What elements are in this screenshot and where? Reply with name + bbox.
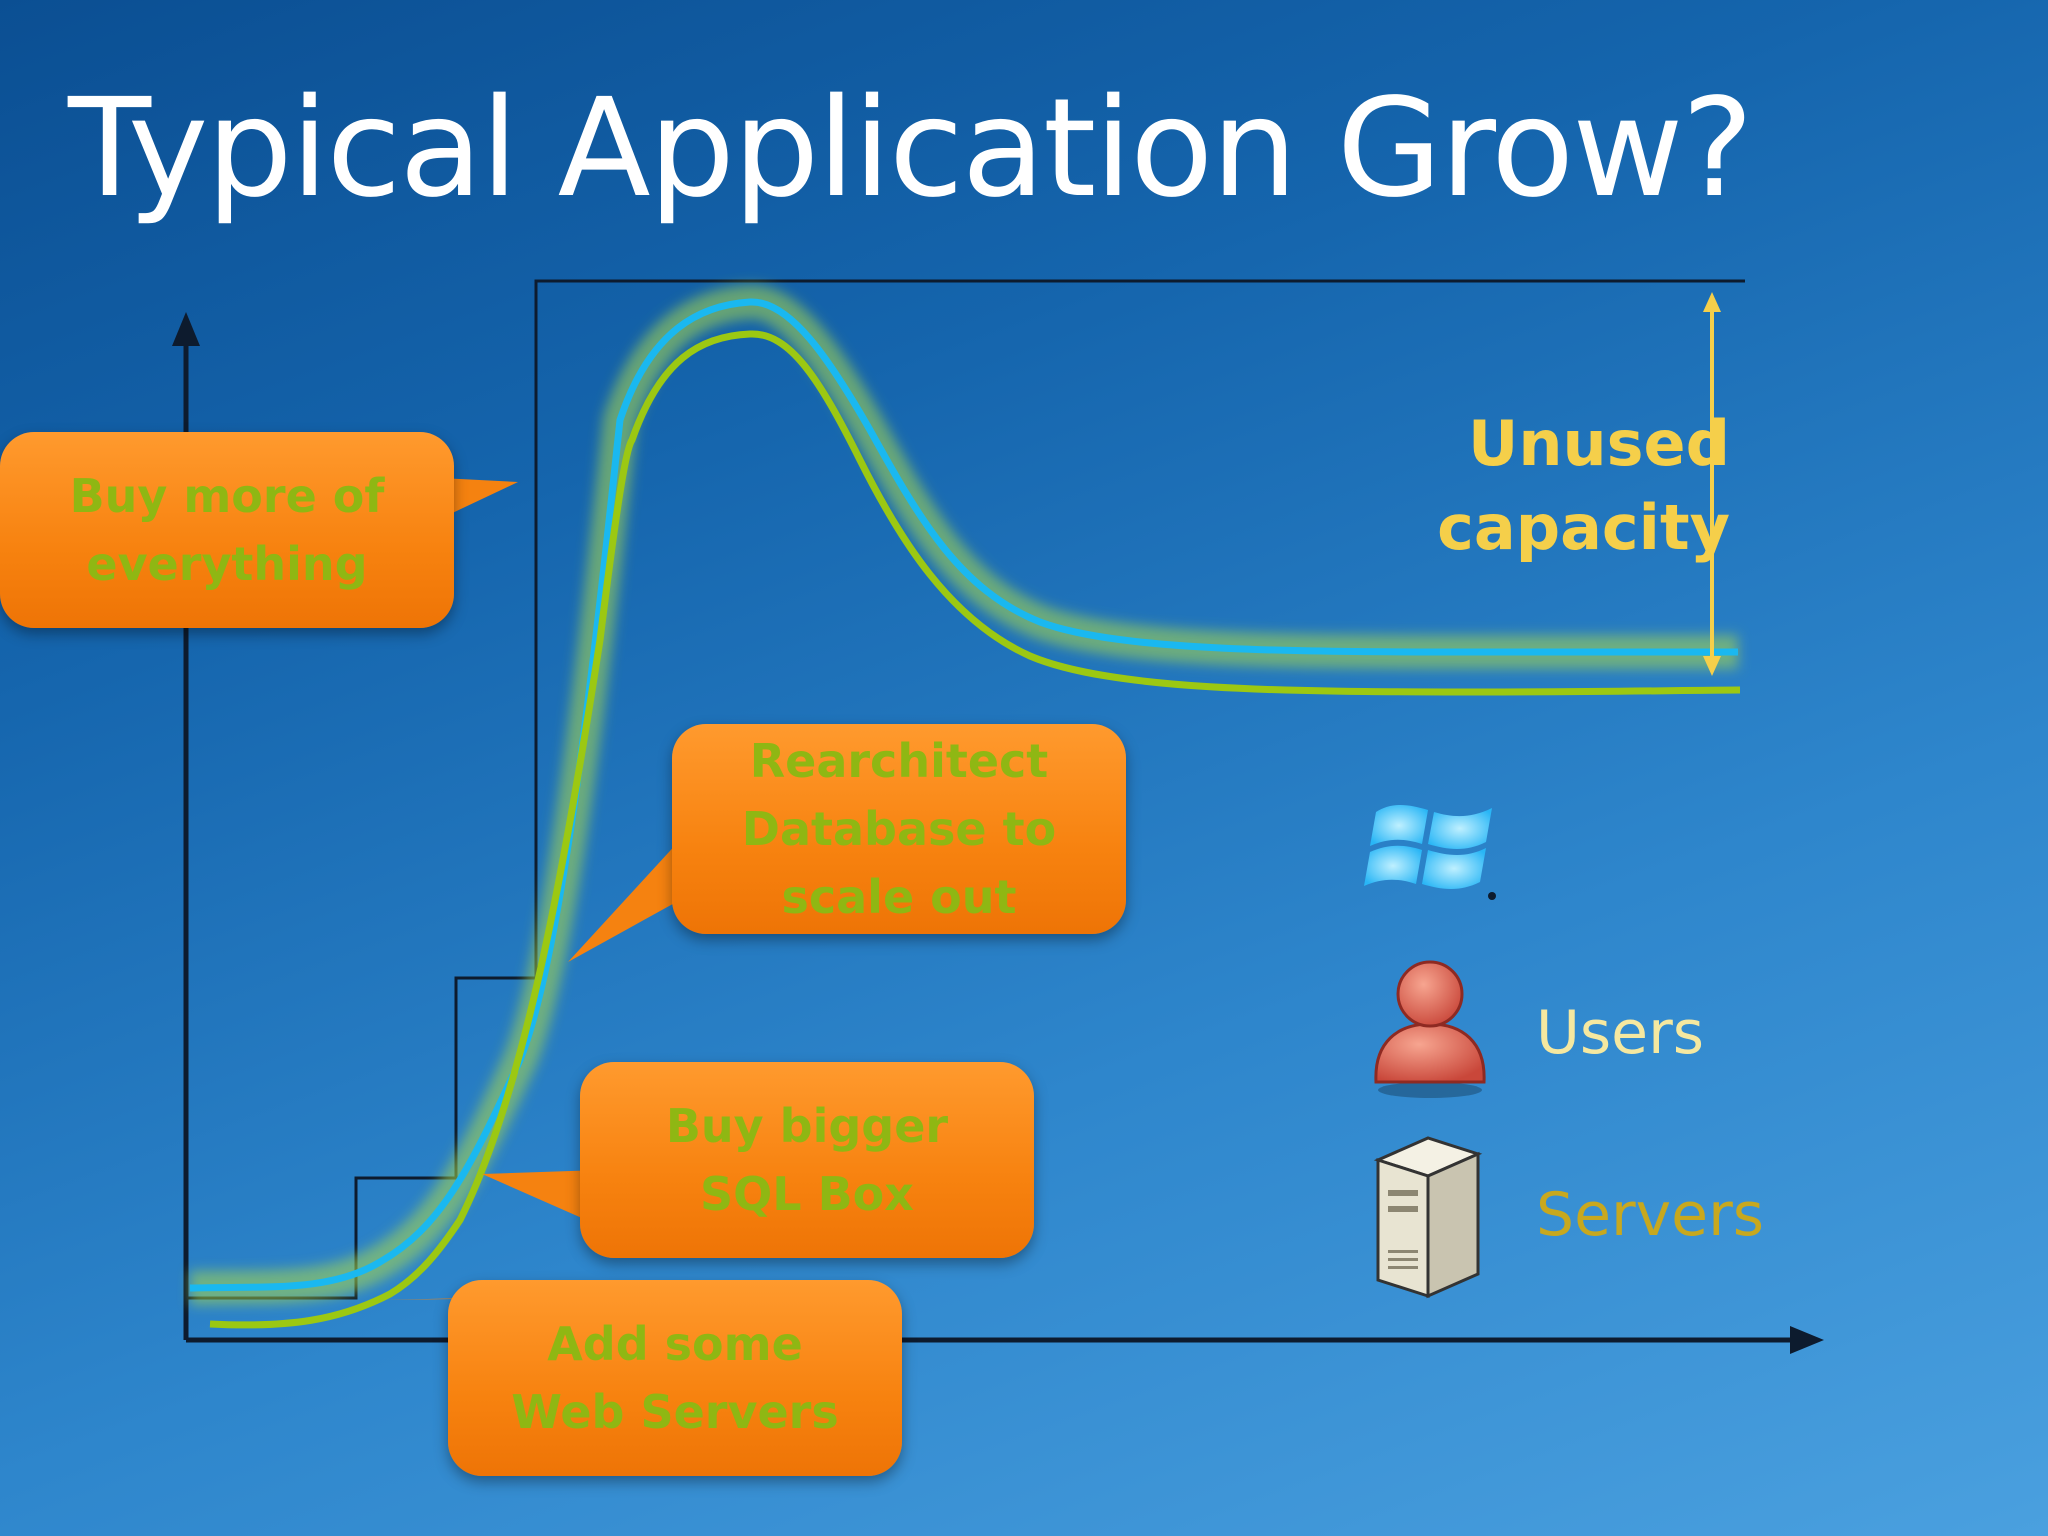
servers-curve xyxy=(209,330,1741,1329)
users-legend-label: Users xyxy=(1536,998,1705,1068)
x-axis-arrow-icon xyxy=(1790,1326,1824,1354)
capacity-arrow-down-icon xyxy=(1703,656,1721,676)
callout-web-servers: Add some Web Servers xyxy=(448,1280,902,1476)
user-icon xyxy=(1368,950,1492,1104)
callout-bigger-sql-text: Buy bigger SQL Box xyxy=(665,1099,949,1221)
windows-logo-icon xyxy=(1362,782,1510,914)
callout-rearchitect-text: Rearchitect Database to scale out xyxy=(741,734,1057,924)
callout-buy-more-text: Buy more of everything xyxy=(69,469,385,591)
unused-capacity-label: Unused capacity xyxy=(1437,407,1730,564)
y-axis-arrow-icon xyxy=(172,312,200,346)
callout-pointer-buy-more xyxy=(440,478,518,516)
callout-pointer-rearchitect xyxy=(568,840,680,962)
callout-buy-more: Buy more of everything xyxy=(0,432,454,628)
slide-title: Typical Application Grow? xyxy=(68,70,1754,228)
callout-rearchitect: Rearchitect Database to scale out xyxy=(672,724,1126,934)
servers-legend-label: Servers xyxy=(1536,1180,1765,1250)
callout-pointer-bigger-sql xyxy=(482,1170,600,1226)
callout-bigger-sql: Buy bigger SQL Box xyxy=(580,1062,1034,1258)
users-curve xyxy=(189,298,1738,1292)
callout-web-servers-text: Add some Web Servers xyxy=(511,1317,839,1439)
server-icon xyxy=(1368,1130,1484,1306)
capacity-arrow-up-icon xyxy=(1703,292,1721,312)
